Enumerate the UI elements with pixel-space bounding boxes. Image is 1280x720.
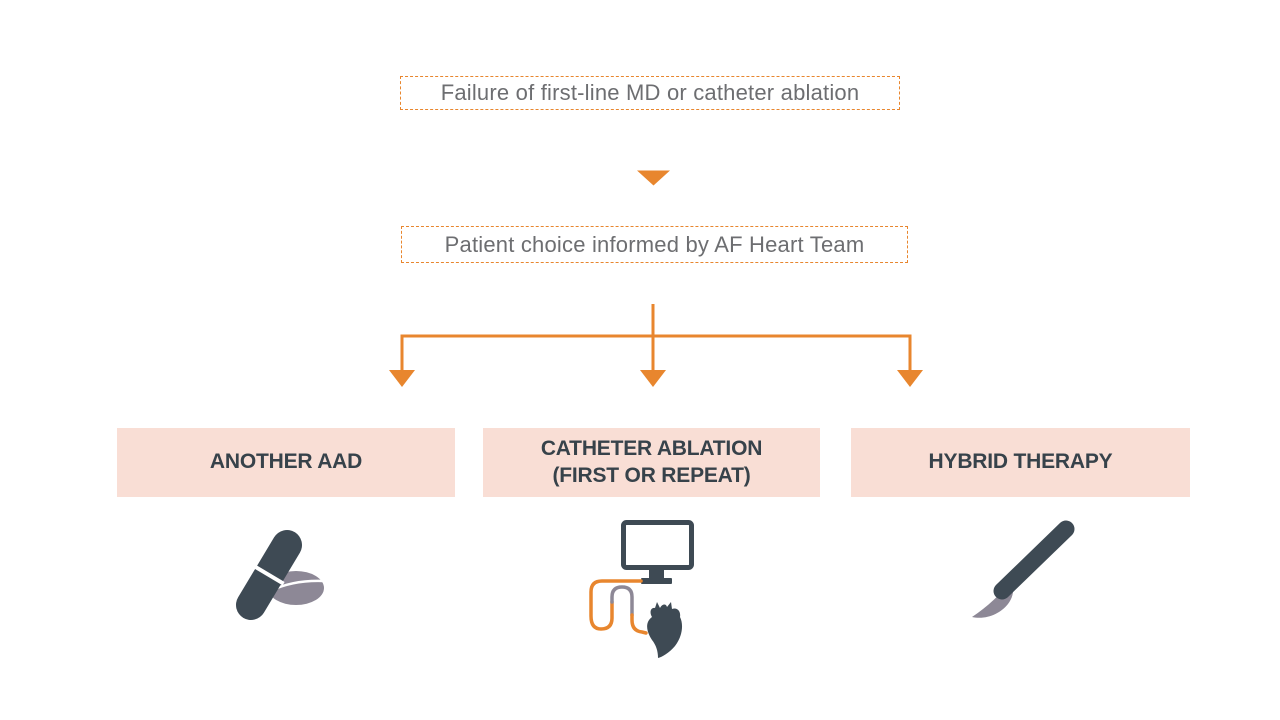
arrowhead-right-icon (897, 370, 923, 387)
option-another-aad: ANOTHER AAD (117, 428, 455, 623)
catheter-tube-orange-left (589, 579, 643, 631)
catheter-tube-gray-arch (610, 585, 634, 617)
option-catheter-ablation-label-line2: (FIRST OR REPEAT) (552, 463, 751, 487)
option-catheter-ablation-box: CATHETER ABLATION (FIRST OR REPEAT) (483, 428, 820, 497)
arrowhead-left-icon (389, 370, 415, 387)
option-catheter-ablation-label-line1: CATHETER ABLATION (540, 437, 763, 461)
arrowhead-center-icon (640, 370, 666, 387)
option-hybrid-therapy-box: HYBRID THERAPY (851, 428, 1190, 497)
step-failure-label: Failure of first-line MD or catheter abl… (440, 80, 860, 105)
step-patient-choice-box: Patient choice informed by AF Heart Team (401, 226, 908, 263)
monitor-screen (621, 520, 694, 570)
step-failure-box: Failure of first-line MD or catheter abl… (400, 76, 900, 110)
catheter-tube-orange-tip (630, 613, 648, 635)
monitor-catheter-heart-icon (589, 520, 694, 658)
capsule-and-tablet-icon (236, 530, 324, 620)
scalpel-icon (971, 520, 1074, 618)
option-another-aad-label: ANOTHER AAD (209, 450, 363, 474)
option-hybrid-therapy-label: HYBRID THERAPY (928, 450, 1113, 474)
monitor-base (641, 578, 672, 584)
option-another-aad-box: ANOTHER AAD (117, 428, 455, 497)
option-hybrid-therapy: HYBRID THERAPY (851, 428, 1190, 633)
option-catheter-ablation: CATHETER ABLATION (FIRST OR REPEAT) (483, 428, 820, 662)
heart-shape (647, 602, 683, 658)
monitor-neck (649, 567, 664, 578)
step-patient-choice-label: Patient choice informed by AF Heart Team (444, 231, 865, 257)
connector-branch (400, 334, 912, 371)
scalpel-handle (993, 520, 1074, 600)
capsule-divider-line (253, 564, 285, 586)
down-triangle-icon (637, 170, 670, 186)
